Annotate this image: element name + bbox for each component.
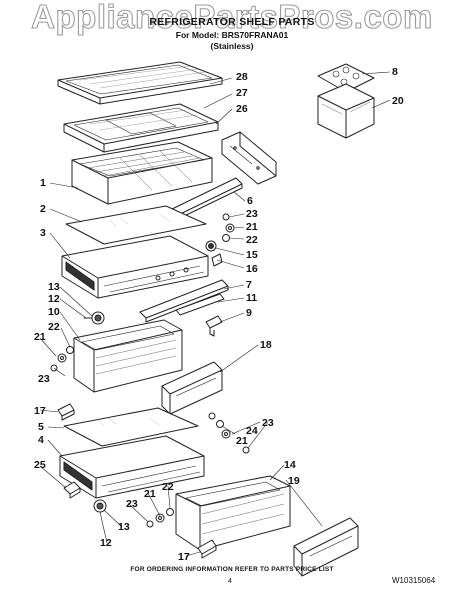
callout-23: 23 — [126, 498, 138, 510]
callout-10: 10 — [48, 306, 60, 318]
callout-26: 26 — [236, 103, 248, 115]
crisper-drawer-lower — [175, 475, 291, 551]
hardware-upper — [205, 213, 235, 267]
callout-1: 1 — [40, 177, 46, 189]
rail-lower — [175, 293, 225, 316]
callout-5: 5 — [38, 421, 44, 433]
callout-24: 24 — [246, 425, 258, 437]
callout-28: 28 — [236, 71, 248, 83]
callout-7: 7 — [246, 279, 252, 291]
callout-2: 2 — [40, 203, 46, 215]
crisper-cover-upper — [61, 235, 209, 299]
callout-3: 3 — [40, 227, 46, 239]
clip — [205, 315, 223, 337]
callout-13: 13 — [118, 521, 130, 533]
dairy-bin — [317, 63, 375, 139]
control-knob-upper — [84, 311, 105, 325]
callout-23: 23 — [38, 373, 50, 385]
shelf-frame-top — [57, 61, 223, 105]
callout-21: 21 — [144, 488, 156, 500]
knob-bracket — [63, 481, 81, 499]
crisper-drawer-upper — [71, 141, 213, 205]
model-line: For Model: BRS70FRANA01 — [175, 30, 289, 40]
hardware-left — [50, 346, 74, 372]
callout-14: 14 — [284, 459, 296, 471]
callout-12: 12 — [48, 293, 60, 305]
callout-18: 18 — [260, 339, 272, 351]
ordering-note: FOR ORDERING INFORMATION REFER TO PARTS … — [130, 566, 334, 573]
callout-19: 19 — [288, 475, 300, 487]
page-number: 4 — [228, 578, 232, 585]
callout-15: 15 — [246, 249, 258, 261]
callout-16: 16 — [246, 263, 258, 275]
callout-12: 12 — [100, 537, 112, 549]
callout-22: 22 — [162, 481, 174, 493]
document-code: W10315064 — [392, 576, 436, 585]
callout-22: 22 — [246, 234, 258, 246]
callout-21: 21 — [236, 435, 248, 447]
callout-8: 8 — [392, 66, 398, 78]
callout-22: 22 — [48, 321, 60, 333]
shelf-frame-middle — [63, 103, 219, 153]
callout-27: 27 — [236, 87, 248, 99]
control-knob-lower — [93, 499, 107, 513]
crisper-drawer-middle — [73, 319, 183, 393]
callout-6: 6 — [247, 195, 253, 207]
drawer-front-middle — [161, 361, 223, 415]
callout-21: 21 — [246, 221, 258, 233]
glass-shelf-lower — [63, 407, 199, 447]
callout-17: 17 — [178, 551, 190, 563]
shelf-end-cap — [221, 131, 277, 185]
watermark: AppliancePartsPros.com — [31, 0, 433, 36]
callout-4: 4 — [38, 434, 44, 446]
callout-23: 23 — [262, 417, 274, 429]
model-variant: (Stainless) — [210, 41, 254, 51]
glass-shelf-upper — [65, 205, 207, 245]
hardware-lower — [146, 508, 174, 528]
drawer-stop-lower — [197, 539, 217, 559]
callout-9: 9 — [246, 307, 252, 319]
hardware-right — [208, 412, 250, 454]
drawer-front-lower — [293, 517, 359, 577]
callout-25: 25 — [34, 459, 46, 471]
callout-21: 21 — [34, 331, 46, 343]
callout-13: 13 — [48, 281, 60, 293]
diagram-title: REFRIGERATOR SHELF PARTS — [149, 16, 315, 28]
drawer-stop-upper — [57, 403, 75, 421]
callout-11: 11 — [246, 292, 257, 304]
callout-23: 23 — [246, 208, 258, 220]
crisper-cover-lower — [59, 435, 205, 499]
callout-20: 20 — [392, 95, 404, 107]
leader-lines — [39, 71, 391, 557]
callout-17: 17 — [34, 405, 46, 417]
